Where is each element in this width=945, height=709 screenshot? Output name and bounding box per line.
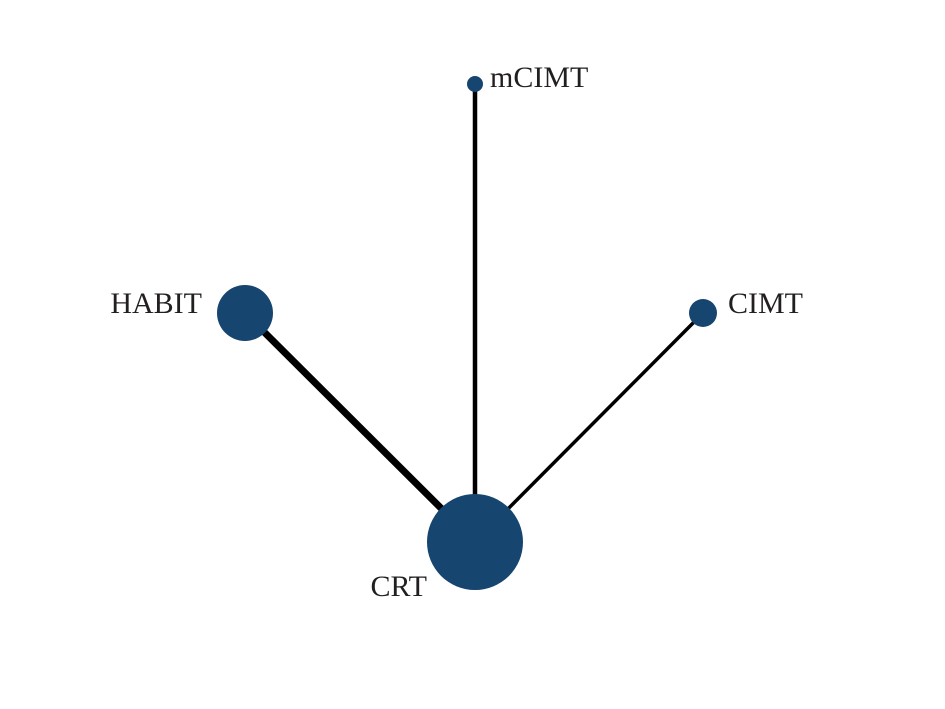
label-habit: HABIT [110, 287, 202, 320]
edge-crt-habit [242, 310, 478, 545]
label-cimt: CIMT [728, 287, 803, 320]
node-habit [217, 285, 273, 341]
node-crt [427, 494, 523, 590]
node-mcimt [467, 76, 483, 92]
edges [242, 84, 705, 545]
nodes [217, 76, 717, 590]
label-crt: CRT [370, 570, 427, 603]
labels: mCIMT HABIT CIMT CRT [110, 61, 803, 603]
node-cimt [689, 299, 717, 327]
edge-crt-cimt [473, 311, 705, 544]
label-mcimt: mCIMT [490, 61, 588, 94]
